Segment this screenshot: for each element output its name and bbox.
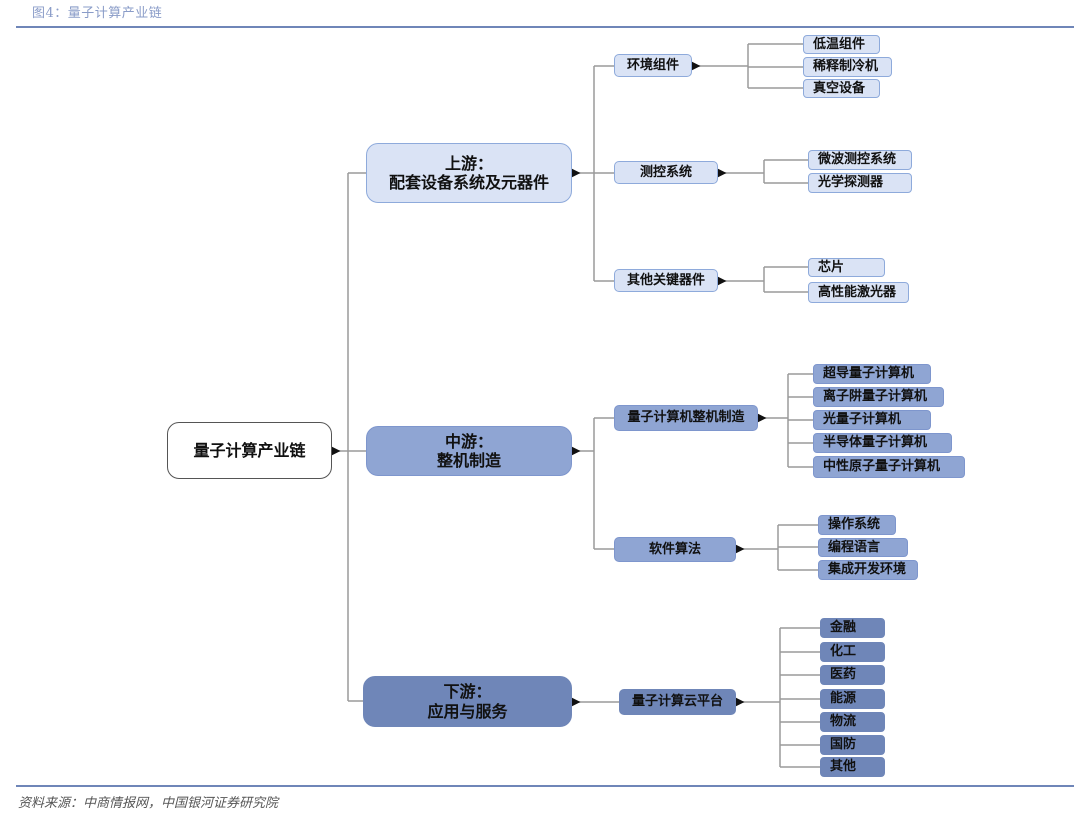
downstream-node: 下游： 应用与服务 (363, 676, 572, 727)
group-key-devices: 其他关键器件 (614, 269, 718, 292)
leaf-item: 集成开发环境 (818, 560, 918, 580)
leaf-label: 中性原子量子计算机 (823, 459, 941, 475)
group-label: 其他关键器件 (626, 272, 705, 288)
leaf-label: 稀释制冷机 (813, 59, 879, 75)
upstream-node: 上游： 配套设备系统及元器件 (366, 143, 572, 203)
leaf-item: 操作系统 (818, 515, 896, 535)
leaf-label: 化工 (830, 644, 857, 660)
leaf-label: 医药 (830, 667, 857, 683)
leaf-label: 能源 (830, 691, 857, 707)
downstream-subtitle: 应用与服务 (427, 701, 508, 721)
figure-title: 图4：量子计算产业链 (32, 6, 163, 21)
leaf-item: 低温组件 (803, 35, 880, 54)
leaf-item: 其他 (820, 757, 885, 777)
midstream-title: 中游： (444, 431, 493, 451)
leaf-item: 金融 (820, 618, 885, 638)
leaf-label: 半导体量子计算机 (823, 435, 928, 451)
leaf-label: 高性能激光器 (818, 284, 897, 300)
leaf-label: 芯片 (818, 259, 845, 275)
leaf-item: 编程语言 (818, 538, 908, 557)
leaf-label: 国防 (830, 737, 857, 753)
leaf-label: 集成开发环境 (828, 562, 907, 578)
group-env-components: 环境组件 (614, 54, 692, 77)
root-label: 量子计算产业链 (193, 440, 306, 460)
leaf-item: 化工 (820, 642, 885, 662)
upstream-title: 上游： (444, 153, 493, 173)
leaf-label: 其他 (830, 759, 857, 775)
root-node: 量子计算产业链 (167, 422, 332, 479)
downstream-title: 下游： (443, 682, 492, 702)
group-label: 环境组件 (626, 57, 679, 73)
leaf-label: 编程语言 (828, 539, 881, 555)
leaf-label: 物流 (830, 714, 857, 730)
leaf-item: 能源 (820, 689, 885, 709)
group-software-algorithms: 软件算法 (614, 537, 736, 562)
group-label: 测控系统 (639, 164, 692, 180)
leaf-item: 中性原子量子计算机 (813, 456, 965, 478)
top-rule (16, 26, 1074, 28)
upstream-subtitle: 配套设备系统及元器件 (388, 173, 549, 192)
leaf-label: 金融 (830, 620, 857, 636)
leaf-label: 微波测控系统 (818, 152, 897, 168)
leaf-label: 真空设备 (813, 80, 866, 96)
source-note: 资料来源：中商情报网，中国银河证券研究院 (18, 796, 279, 811)
leaf-item: 光学探测器 (808, 173, 912, 193)
group-label: 量子计算机整机制造 (627, 410, 745, 426)
group-cloud-platform: 量子计算云平台 (619, 689, 736, 715)
group-machine-manufacturing: 量子计算机整机制造 (614, 405, 758, 431)
leaf-item: 稀释制冷机 (803, 57, 892, 77)
leaf-item: 超导量子计算机 (813, 364, 931, 384)
group-label: 量子计算云平台 (631, 694, 723, 710)
leaf-item: 离子阱量子计算机 (813, 387, 944, 407)
leaf-item: 物流 (820, 712, 885, 732)
leaf-item: 国防 (820, 735, 885, 755)
leaf-label: 操作系统 (828, 517, 881, 533)
leaf-label: 离子阱量子计算机 (823, 389, 928, 405)
group-label: 软件算法 (648, 541, 701, 557)
leaf-label: 超导量子计算机 (823, 366, 915, 382)
leaf-item: 芯片 (808, 258, 885, 277)
leaf-item: 医药 (820, 665, 885, 685)
midstream-node: 中游： 整机制造 (366, 426, 572, 476)
leaf-label: 低温组件 (813, 36, 866, 52)
leaf-item: 微波测控系统 (808, 150, 912, 170)
midstream-subtitle: 整机制造 (436, 451, 501, 470)
leaf-label: 光量子计算机 (823, 412, 902, 428)
leaf-item: 半导体量子计算机 (813, 433, 952, 453)
leaf-item: 光量子计算机 (813, 410, 931, 430)
bottom-rule (16, 785, 1074, 787)
leaf-item: 真空设备 (803, 79, 880, 98)
leaf-item: 高性能激光器 (808, 282, 909, 303)
group-measure-control: 测控系统 (614, 161, 718, 184)
leaf-label: 光学探测器 (818, 175, 884, 191)
